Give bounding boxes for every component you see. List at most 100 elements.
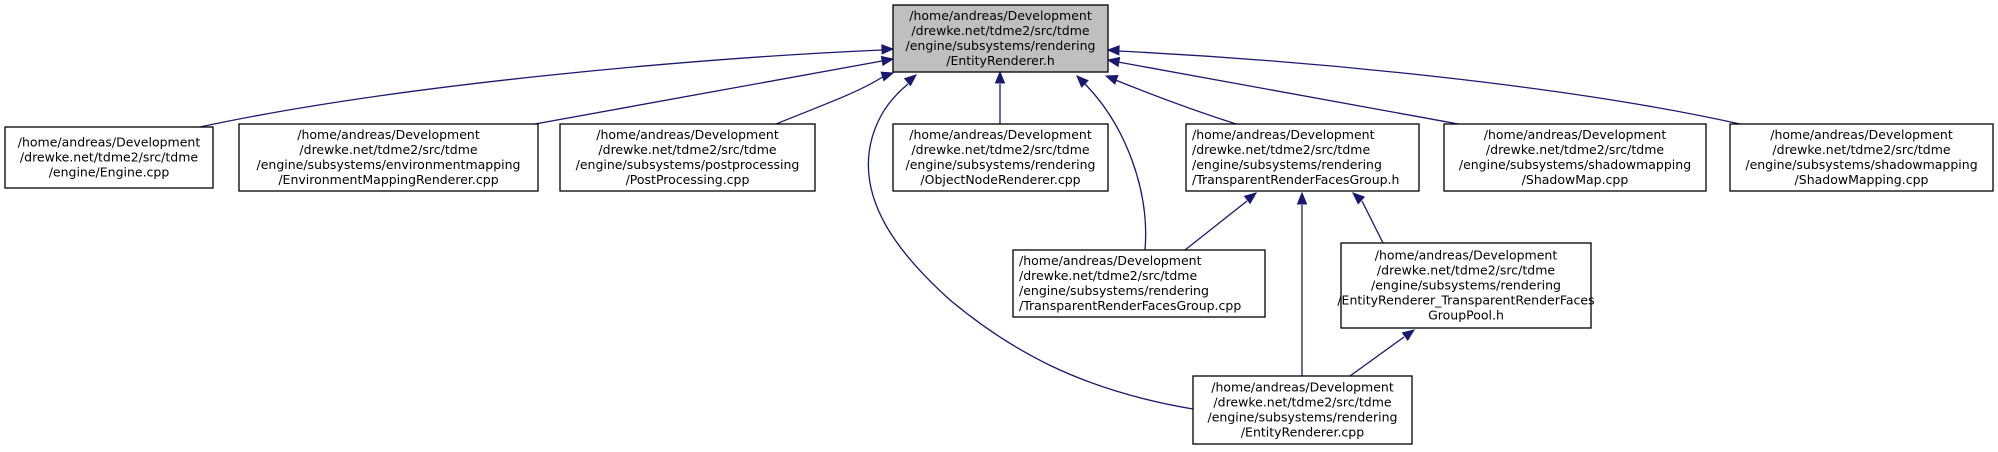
node-engine[interactable]: /home/andreas/Development/drewke.net/tdm… (4, 126, 214, 189)
edge-shadowmapping-to-root (1106, 45, 1741, 125)
edge-er_cpp-to-trfg_h (1296, 191, 1308, 376)
node-box (1185, 123, 1420, 192)
node-label-line: /drewke.net/tdme2/src/tdme (299, 142, 477, 157)
arrowhead-icon (994, 70, 1006, 84)
arrowhead-icon (1243, 192, 1258, 205)
edge-trfg_h-to-root (1104, 75, 1237, 125)
node-label-line: /home/andreas/Development (909, 127, 1092, 142)
edge-objnode-to-root (994, 70, 1006, 124)
node-trfg_cpp[interactable]: /home/andreas/Development/drewke.net/tdm… (1012, 249, 1266, 318)
nodes-layer: /home/andreas/Development/drewke.net/tdm… (4, 4, 1994, 445)
node-label-line: /engine/subsystems/rendering (1192, 157, 1382, 172)
arrowhead-icon (1076, 75, 1089, 88)
node-label-line: /EntityRenderer.cpp (1241, 425, 1364, 440)
node-box (1012, 249, 1266, 318)
node-label-line: /drewke.net/tdme2/src/tdme (1772, 142, 1950, 157)
edge-line (1117, 50, 1741, 125)
node-shadowmapping[interactable]: /home/andreas/Development/drewke.net/tdm… (1729, 123, 1994, 192)
node-box (892, 123, 1109, 192)
node-pool_h[interactable]: /home/andreas/Development/drewke.net/tdm… (1337, 242, 1595, 329)
node-er_cpp[interactable]: /home/andreas/Development/drewke.net/tdm… (1192, 375, 1413, 445)
arrowhead-icon (1401, 329, 1416, 342)
node-label-line: /EntityRenderer_TransparentRenderFaces (1337, 293, 1594, 308)
node-label-line: /engine/subsystems/rendering (1371, 278, 1561, 293)
node-label-line: /ShadowMapping.cpp (1795, 172, 1929, 187)
node-label-line: /home/andreas/Development (18, 135, 201, 150)
node-trfg_h[interactable]: /home/andreas/Development/drewke.net/tdm… (1185, 123, 1420, 192)
arrowhead-icon (1106, 45, 1120, 56)
arrowhead-icon (1296, 191, 1308, 205)
edge-line (867, 83, 1194, 410)
arrowhead-icon (880, 71, 895, 82)
arrowhead-icon (1106, 56, 1121, 68)
node-label-line: /home/andreas/Development (297, 127, 480, 142)
node-label-line: /home/andreas/Development (1192, 127, 1375, 142)
node-label-line: /engine/subsystems/rendering (906, 38, 1096, 53)
node-label-line: /home/andreas/Development (596, 127, 779, 142)
node-shadowmap[interactable]: /home/andreas/Development/drewke.net/tdm… (1443, 123, 1707, 192)
edge-line (1117, 61, 1459, 125)
node-label-line: /home/andreas/Development (1375, 248, 1558, 263)
node-envmap[interactable]: /home/andreas/Development/drewke.net/tdm… (238, 123, 539, 192)
node-label-line: /ShadowMap.cpp (1522, 172, 1629, 187)
edge-line (1184, 200, 1248, 251)
edge-envmap-to-root (534, 55, 895, 125)
edges-layer (199, 44, 1741, 410)
node-label-line: /home/andreas/Development (1484, 127, 1667, 142)
node-label-line: /TransparentRenderFacesGroup.h (1192, 172, 1399, 187)
edge-line (199, 49, 883, 128)
edge-trfg_cpp-to-root (1076, 75, 1147, 251)
node-label-line: /drewke.net/tdme2/src/tdme (1213, 395, 1391, 410)
node-label-line: /drewke.net/tdme2/src/tdme (20, 150, 198, 165)
edge-line (534, 60, 883, 125)
arrowhead-icon (903, 74, 918, 87)
arrowhead-icon (880, 55, 895, 67)
edge-line (1112, 78, 1237, 125)
node-label-line: /drewke.net/tdme2/src/tdme (1192, 142, 1370, 157)
edge-line (775, 75, 885, 125)
edge-engine-to-root (199, 44, 895, 128)
node-objnode[interactable]: /home/andreas/Development/drewke.net/tdm… (892, 123, 1109, 192)
edge-postproc-to-root (775, 71, 895, 125)
node-label-line: /engine/subsystems/rendering (1208, 410, 1398, 425)
edge-trfg_cpp-to-trfg_h (1184, 192, 1258, 251)
node-box (1192, 375, 1413, 445)
arrowhead-icon (1104, 75, 1119, 85)
node-label-line: /drewke.net/tdme2/src/tdme (1486, 142, 1664, 157)
node-label-line: /engine/subsystems/rendering (906, 157, 1096, 172)
node-label-line: /drewke.net/tdme2/src/tdme (1377, 263, 1555, 278)
node-label-line: /engine/subsystems/postprocessing (576, 157, 800, 172)
edge-er_cpp-to-pool_h (1349, 329, 1416, 377)
node-label-line: /drewke.net/tdme2/src/tdme (598, 142, 776, 157)
node-label-line: /engine/Engine.cpp (49, 165, 170, 180)
edge-line (1361, 200, 1384, 244)
node-box (892, 4, 1109, 73)
node-postproc[interactable]: /home/andreas/Development/drewke.net/tdm… (559, 123, 816, 192)
node-label-line: /drewke.net/tdme2/src/tdme (911, 142, 1089, 157)
node-label-line: /home/andreas/Development (1019, 253, 1202, 268)
node-label-line: /EntityRenderer.h (946, 53, 1055, 68)
node-box (1443, 123, 1707, 192)
node-label-line: GroupPool.h (1428, 308, 1504, 323)
node-label-line: /PostProcessing.cpp (626, 172, 750, 187)
node-box (4, 126, 214, 189)
node-label-line: /drewke.net/tdme2/src/tdme (911, 23, 1089, 38)
node-label-line: /home/andreas/Development (1770, 127, 1953, 142)
node-box (1729, 123, 1994, 192)
node-box (1340, 242, 1592, 329)
edge-shadowmap-to-root (1106, 56, 1459, 125)
node-box (238, 123, 539, 192)
edge-er_cpp-to-root (867, 74, 1194, 410)
node-label-line: /engine/subsystems/shadowmapping (1745, 157, 1977, 172)
node-box (559, 123, 816, 192)
node-label-line: /home/andreas/Development (1211, 380, 1394, 395)
node-label-line: /TransparentRenderFacesGroup.cpp (1019, 298, 1241, 313)
arrowhead-icon (1352, 192, 1366, 205)
node-root[interactable]: /home/andreas/Development/drewke.net/tdm… (892, 4, 1109, 73)
node-label-line: /engine/subsystems/rendering (1019, 283, 1209, 298)
edge-line (1349, 336, 1405, 377)
node-label-line: /engine/subsystems/environmentmapping (257, 157, 521, 172)
node-label-line: /ObjectNodeRenderer.cpp (920, 172, 1080, 187)
node-label-line: /EnvironmentMappingRenderer.cpp (278, 172, 498, 187)
